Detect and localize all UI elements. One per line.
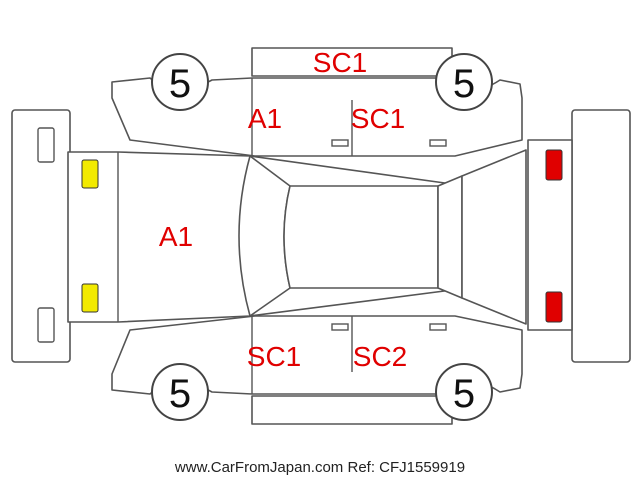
front-left-tire-grade: 5 — [169, 62, 191, 106]
front-left-tire-group: 5 — [151, 53, 209, 111]
damage-code-hood: A1 — [159, 221, 193, 252]
front-right-tire-grade: 5 — [169, 372, 191, 416]
footer-ref: Ref: CFJ1559919 — [347, 459, 465, 476]
front-light-upper — [81, 159, 99, 189]
rear-light-upper — [545, 149, 563, 181]
damage-code-front-left-door: A1 — [248, 103, 282, 134]
front-bumper — [11, 109, 71, 363]
footer-watermark: www.CarFromJapan.com Ref: CFJ1559919 — [174, 459, 465, 476]
front-light-lower — [81, 283, 99, 313]
damage-code-rear-right-door: SC2 — [353, 341, 407, 372]
rear-right-tire-group: 5 — [435, 363, 493, 421]
damage-code-roof-top: SC1 — [313, 47, 367, 78]
rear-left-tire-grade: 5 — [453, 62, 475, 106]
damage-code-front-right-door: SC1 — [247, 341, 301, 372]
rear-bumper — [571, 109, 631, 363]
rear-left-tire-group: 5 — [435, 53, 493, 111]
car-top-view — [67, 139, 573, 331]
damage-code-rear-left-door: SC1 — [351, 103, 405, 134]
front-right-tire-group: 5 — [151, 363, 209, 421]
footer-site: www.CarFromJapan.com — [174, 459, 343, 476]
rear-right-tire-grade: 5 — [453, 372, 475, 416]
rear-light-lower — [545, 291, 563, 323]
bottom-rocker-panel — [251, 395, 453, 425]
